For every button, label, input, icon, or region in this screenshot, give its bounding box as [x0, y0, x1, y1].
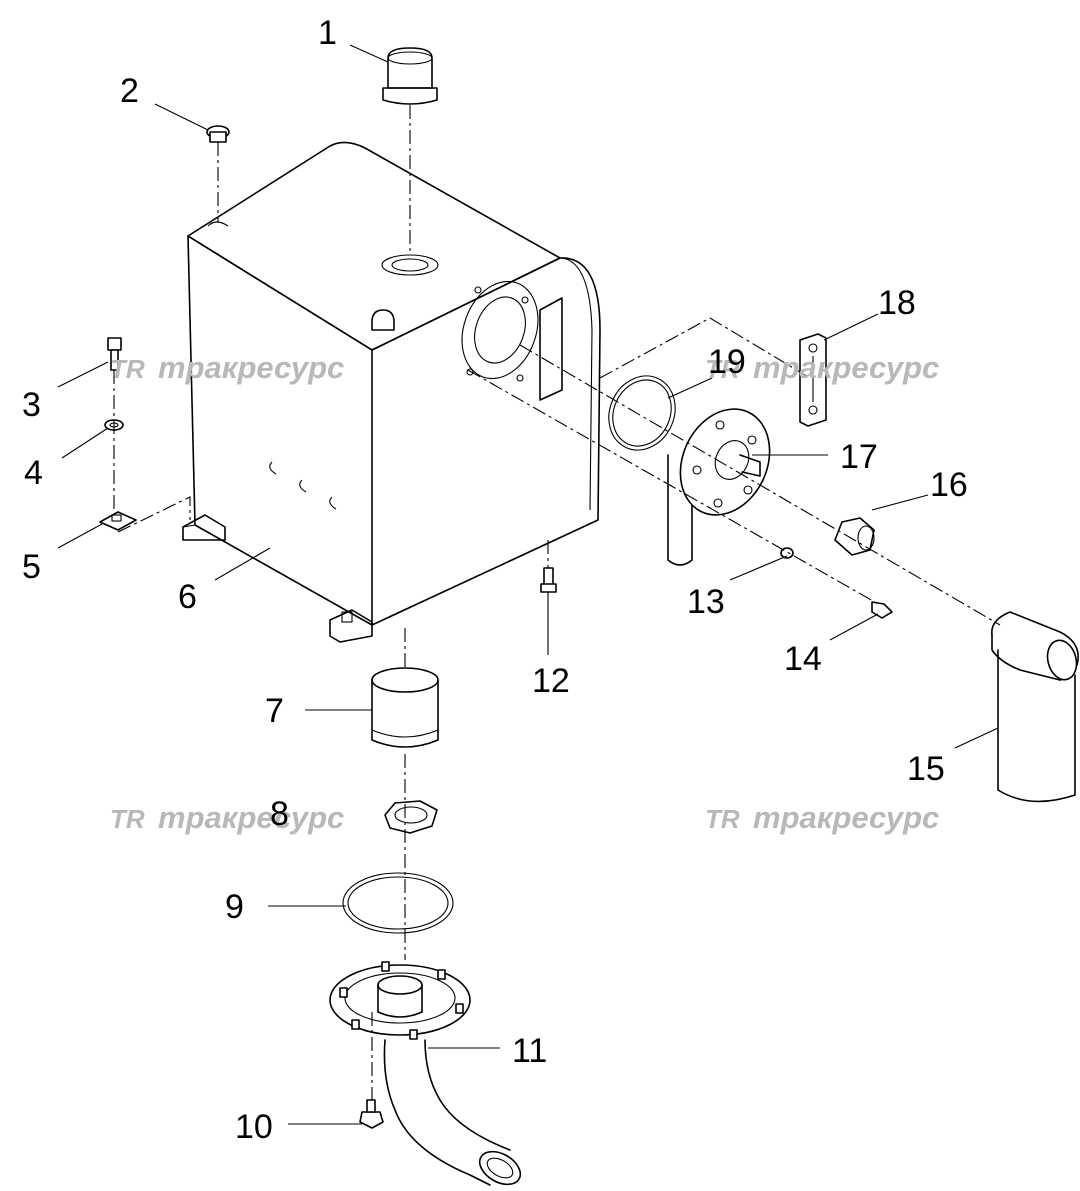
- watermark-1: TR тракресурс: [110, 350, 344, 385]
- callout-15: 15: [907, 750, 945, 788]
- part-11-suction-flange: [329, 961, 522, 1186]
- svg-text:TR: TR: [705, 804, 740, 834]
- callout-18: 18: [878, 284, 916, 322]
- callout-8: 8: [270, 795, 289, 833]
- callout-4: 4: [24, 454, 43, 492]
- svg-text:тракресурс: тракресурс: [158, 800, 344, 835]
- callout-16: 16: [930, 466, 968, 504]
- callout-5: 5: [22, 548, 41, 586]
- assembly-centerlines: [113, 105, 1001, 1100]
- part-1-breather-cap: [382, 47, 438, 105]
- leader-lines: [57, 44, 999, 1125]
- callout-6: 6: [178, 578, 197, 616]
- svg-text:TR: TR: [705, 354, 740, 384]
- part-8-nut: [384, 800, 438, 834]
- callout-17: 17: [840, 438, 878, 476]
- svg-text:тракресурс: тракресурс: [753, 350, 939, 385]
- part-15-return-filter: [991, 611, 1079, 803]
- part-12-bolt: [540, 567, 557, 593]
- callout-10: 10: [235, 1108, 273, 1146]
- svg-text:TR: TR: [110, 804, 145, 834]
- callout-1: 1: [318, 14, 337, 52]
- callout-11: 11: [512, 1032, 547, 1070]
- part-2-plug: [206, 125, 230, 143]
- part-10-bolt: [359, 1099, 384, 1129]
- callout-3: 3: [22, 386, 41, 424]
- callout-labels: 1 2 3 4 5 6 7 8 9 10 11 12 13 14 15 16 1…: [22, 14, 968, 1146]
- callout-19: 19: [708, 343, 746, 381]
- callout-12: 12: [532, 662, 570, 700]
- watermark-2: TR тракресурс: [705, 350, 939, 385]
- callout-2: 2: [120, 72, 139, 110]
- part-18-sight-gauge: [799, 333, 827, 427]
- svg-text:TR: TR: [110, 354, 145, 384]
- svg-text:тракресурс: тракресурс: [753, 800, 939, 835]
- part-19-o-ring: [608, 375, 676, 451]
- part-16-nut: [834, 517, 875, 556]
- part-5-plate: [99, 511, 137, 531]
- part-9-o-ring: [342, 872, 454, 934]
- hydraulic-tank: [182, 141, 601, 643]
- callout-14: 14: [784, 640, 822, 678]
- part-17-return-flange: [667, 408, 771, 566]
- part-7-strainer: [371, 667, 439, 748]
- callout-7: 7: [265, 692, 284, 730]
- svg-text:тракресурс: тракресурс: [158, 350, 344, 385]
- callout-9: 9: [225, 888, 244, 926]
- watermark-3: TR тракресурс: [110, 800, 344, 835]
- callout-13: 13: [687, 583, 725, 621]
- watermark-4: TR тракресурс: [705, 800, 939, 835]
